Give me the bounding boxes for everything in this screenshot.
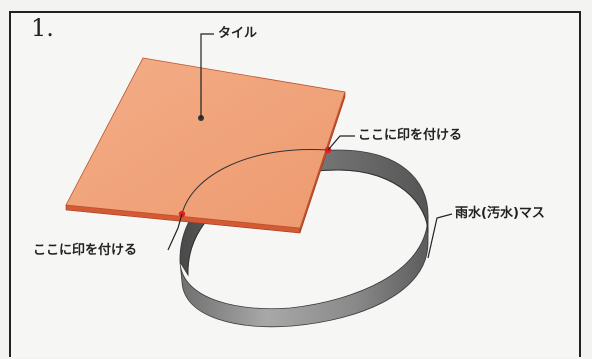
label-mark-bottom: ここに印を付ける [33, 243, 138, 258]
leader-mark-top [327, 135, 355, 151]
tile [65, 57, 346, 234]
leader-basin [427, 213, 453, 259]
step-number: 1. [31, 14, 54, 42]
label-rainwater-basin: 雨水(汚水)マス [455, 206, 545, 221]
tile-face [65, 57, 346, 229]
ring-top-rim [187, 169, 429, 276]
leader-tile [200, 33, 214, 118]
label-mark-top: ここに印を付ける [358, 128, 463, 143]
ring-outer-wall [179, 214, 429, 328]
label-tile: タイル [218, 26, 258, 41]
leader-mark-bottom [167, 213, 183, 251]
mark-arc [181, 148, 329, 215]
